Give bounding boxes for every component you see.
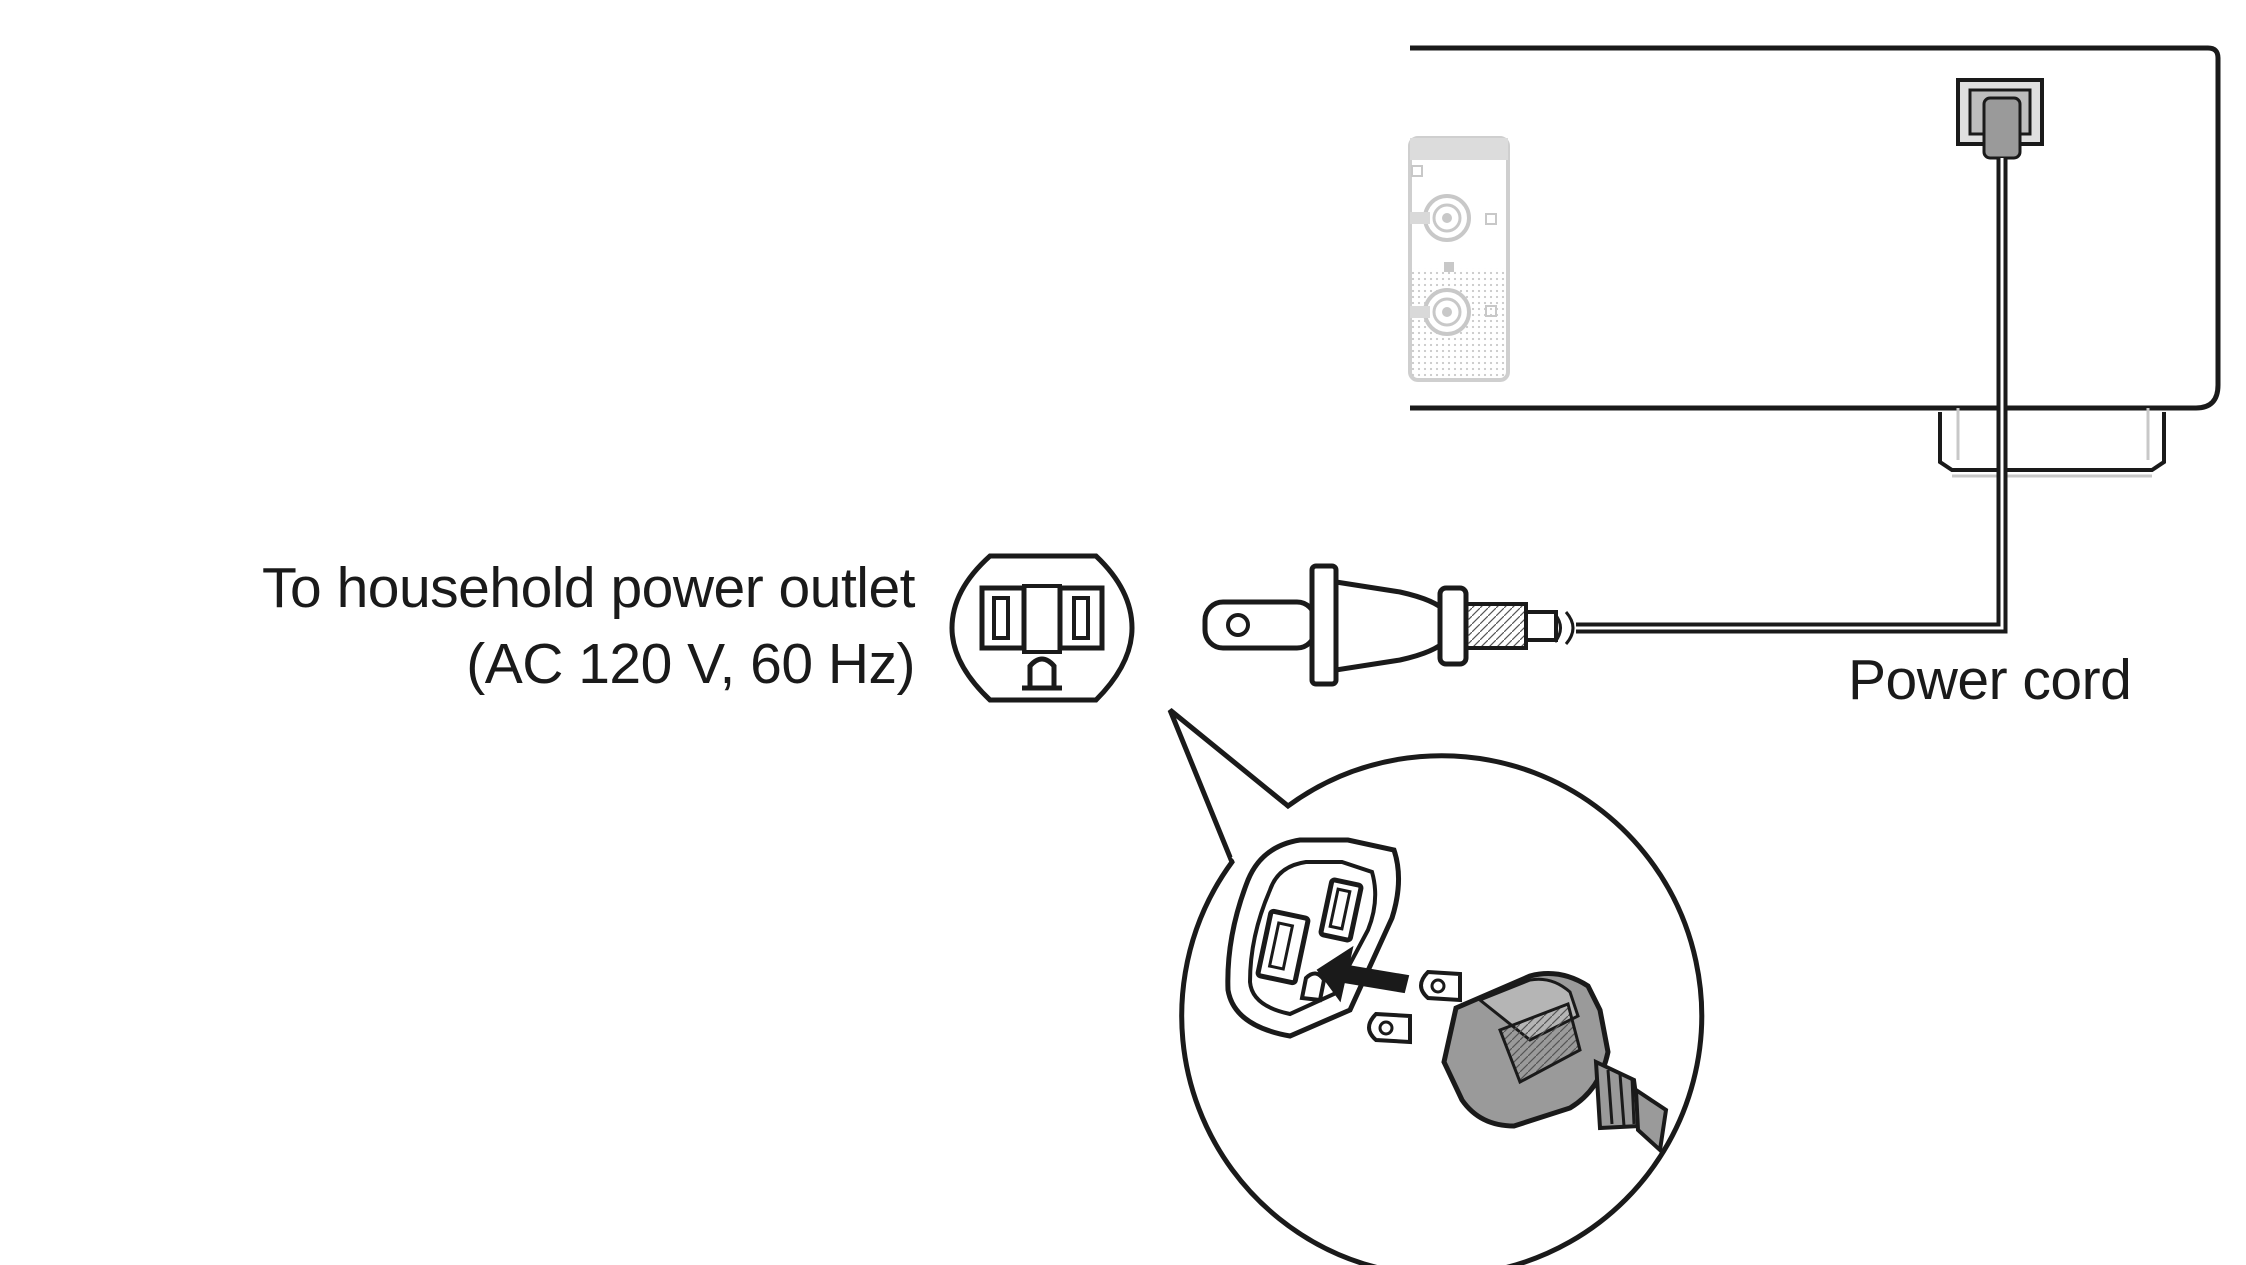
power-cord [1553, 158, 2008, 645]
device-rear-panel [1408, 45, 2221, 478]
power-cord-label: Power cord [1848, 648, 2132, 712]
plug-closeup [1367, 969, 1669, 1154]
wall-outlet-icon [949, 553, 1135, 703]
outlet-closeup [1225, 837, 1402, 1039]
insert-arrow-icon [1316, 945, 1410, 1003]
ac-inlet [1956, 78, 2044, 160]
ac-plug-icon [1202, 563, 1558, 687]
outlet-label-line2: (AC 120 V, 60 Hz) [466, 632, 915, 696]
speaker-terminal-block [1408, 136, 1510, 382]
outlet-label-line1: To household power outlet [262, 556, 915, 620]
